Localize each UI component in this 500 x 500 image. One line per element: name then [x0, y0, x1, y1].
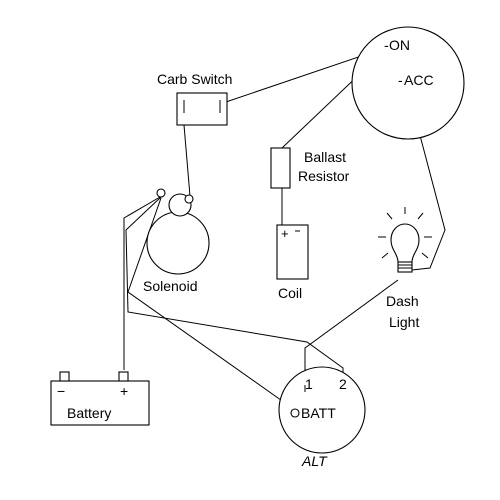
battery-neg-post — [59, 371, 70, 382]
wire-solenoid-to-alt-2 — [125, 196, 344, 385]
wire-solenoid-to-battery — [123, 196, 161, 370]
carb-switch-label: Carb Switch — [157, 71, 232, 87]
battery-label: Battery — [67, 405, 111, 421]
ballast-resistor: Ballast Resistor — [270, 147, 350, 189]
dash-label-line1: Dash — [386, 293, 419, 309]
carb-switch-body — [176, 92, 228, 126]
ballast-label-line2: Resistor — [298, 168, 350, 184]
coil-label: Coil — [278, 285, 302, 301]
battery-body — [50, 380, 150, 426]
solenoid-terminal-left — [156, 188, 166, 198]
alt-terminal-1: 1 — [305, 376, 313, 392]
solenoid-body — [146, 211, 210, 275]
coil: + Coil — [276, 224, 309, 301]
coil-body — [276, 224, 309, 280]
on-dash: - — [384, 37, 389, 53]
bulb-icon — [390, 223, 420, 263]
solenoid-terminal-right — [184, 194, 194, 204]
alt-terminal-2: 2 — [339, 376, 347, 392]
wire-acc-to-dash — [407, 89, 446, 271]
battery-minus: − — [57, 383, 65, 399]
carb-switch: Carb Switch — [157, 71, 232, 126]
solenoid-label: Solenoid — [143, 278, 198, 294]
battery-pos-post — [118, 371, 129, 382]
ignition-switch: - ON - ACC — [351, 26, 465, 140]
dash-light: Dash Light — [378, 207, 432, 330]
acc-label: ACC — [404, 72, 434, 88]
alt-label: ALT — [301, 453, 328, 469]
ballast-label-line1: Ballast — [304, 149, 346, 165]
batt-terminal — [290, 408, 300, 418]
alternator-body — [278, 366, 366, 454]
wire-on-to-carb-switch — [219, 47, 386, 105]
coil-plus: + — [281, 226, 289, 241]
ballast-resistor-body — [270, 147, 291, 189]
acc-dash: - — [398, 72, 403, 88]
battery-plus: + — [120, 383, 128, 399]
solenoid: Solenoid — [143, 188, 210, 294]
alternator: 1 2 BATT ALT — [278, 366, 366, 469]
dash-label-line2: Light — [389, 314, 419, 330]
bulb-base — [397, 261, 413, 273]
batt-label: BATT — [301, 405, 336, 421]
light-rays — [378, 207, 432, 259]
battery: − + Battery — [50, 371, 150, 426]
on-label: ON — [389, 37, 410, 53]
wire-carb-switch-to-solenoid — [183, 124, 191, 197]
ignition-switch-body — [351, 26, 465, 140]
